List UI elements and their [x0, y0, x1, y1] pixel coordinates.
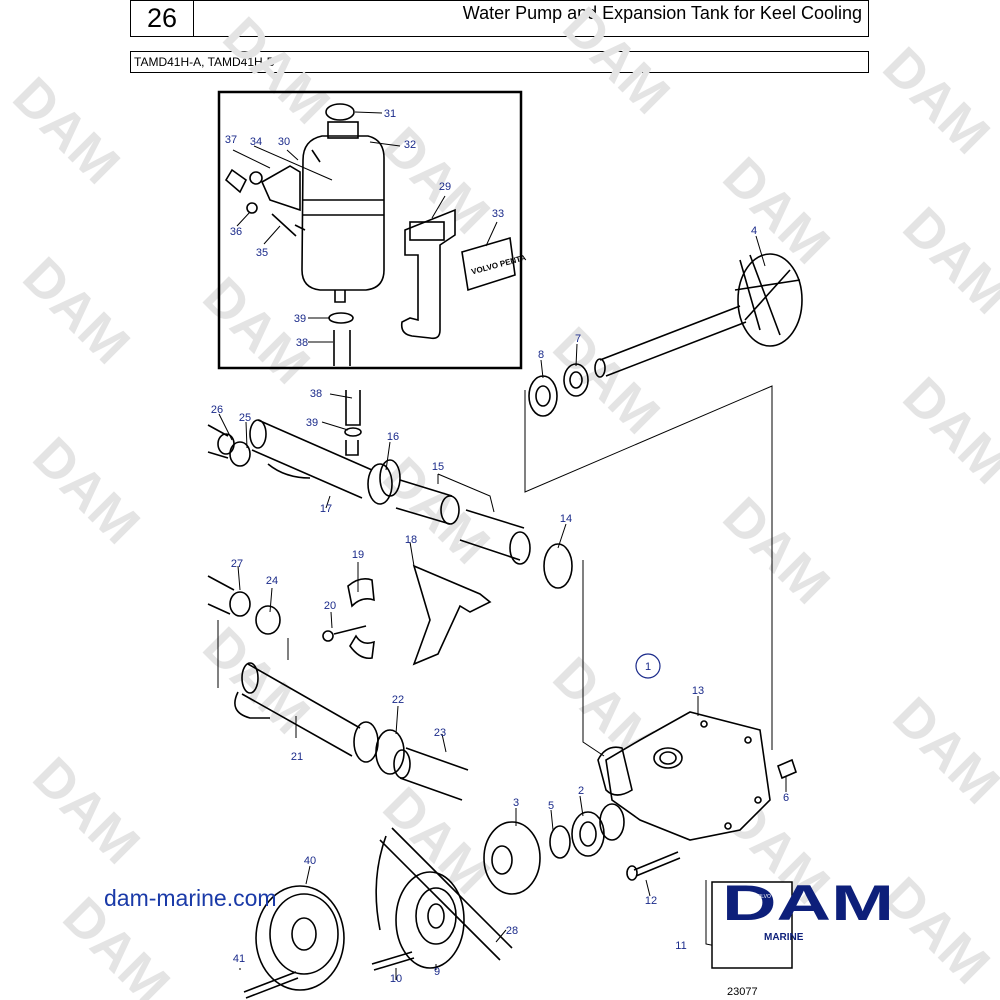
callout-label: 8 — [538, 349, 544, 361]
impeller-shaft — [594, 253, 803, 378]
callout-label: 27 — [231, 558, 243, 570]
parts-layer: VOLVO PENTA — [207, 90, 803, 999]
website-link[interactable]: dam-marine.com — [104, 885, 277, 911]
callout-label: 29 — [439, 181, 451, 193]
watermark: DAM — [192, 616, 321, 745]
callout-label: 5 — [548, 800, 554, 812]
callout-label: 6 — [783, 792, 789, 804]
callout-label: 39 — [306, 417, 318, 429]
callout-label: 36 — [230, 226, 242, 238]
callout-label: 26 — [211, 404, 223, 416]
callout-label: 14 — [560, 513, 572, 525]
logo-emblem: VOLVO — [754, 894, 771, 900]
callout-label: 33 — [492, 208, 504, 220]
callout-label: 2 — [578, 785, 584, 797]
page-number: 26 — [146, 3, 178, 33]
watermark: DAM — [22, 746, 151, 875]
callout-label: 23 — [434, 727, 446, 739]
callout-label: 3 — [513, 797, 519, 809]
page-number-box: 26 — [130, 0, 194, 37]
callout-label: 24 — [266, 575, 278, 587]
expansion-tank — [294, 103, 385, 303]
callout-label: 1 — [645, 661, 651, 673]
hose-clamps-and-brackets — [322, 564, 492, 666]
logo-subtext: MARINE — [764, 932, 804, 943]
callout-label: 4 — [751, 225, 757, 237]
drawing-number: 23077 — [727, 986, 758, 998]
callout-label: 34 — [250, 136, 262, 148]
watermark: DAM — [882, 686, 1000, 815]
watermark: DAM — [892, 366, 1000, 495]
callout-label: 18 — [405, 534, 417, 546]
page-title: Water Pump and Expansion Tank for Keel C… — [194, 0, 869, 37]
volvo-penta-decal: VOLVO PENTA — [461, 236, 527, 292]
watermark: DAM — [372, 776, 501, 905]
watermark: DAM — [12, 246, 141, 375]
watermark: DAM — [2, 66, 131, 195]
water-pump-housing — [597, 711, 771, 841]
callout-label: 38 — [296, 337, 308, 349]
logo-box — [711, 881, 793, 969]
callout-label: 31 — [384, 108, 396, 120]
callout-label: 15 — [432, 461, 444, 473]
hose-pipes — [207, 390, 573, 589]
callout-label: 30 — [278, 136, 290, 148]
engine-models: TAMD41H-A, TAMD41H-B — [130, 51, 869, 73]
watermark: DAM — [712, 486, 841, 615]
watermark: DAM — [712, 146, 841, 275]
leader-lines — [217, 111, 787, 980]
callout-label: 19 — [352, 549, 364, 561]
watermark: DAM — [552, 0, 681, 125]
callout-label: 40 — [304, 855, 316, 867]
watermark: DAM — [542, 316, 671, 445]
callout-label: 11 — [675, 940, 686, 952]
callout-label: 22 — [392, 694, 404, 706]
callout-labels: 31 32 34 37 30 29 33 36 35 39 38 4 8 7 3… — [211, 108, 789, 985]
watermark: DAM — [892, 196, 1000, 325]
callout-label: 10 — [390, 973, 402, 985]
watermark: DAM — [872, 36, 1000, 165]
mounting-bracket — [400, 208, 456, 340]
callout-label: 39 — [294, 313, 306, 325]
callout-label: 20 — [324, 600, 336, 612]
pump-small-parts — [483, 758, 797, 895]
callout-label: 41 — [233, 953, 245, 965]
watermark: DAM — [22, 426, 151, 555]
logo-text: DAM — [722, 875, 894, 931]
callout-label: 32 — [404, 139, 416, 151]
watermark: DAM — [192, 266, 321, 395]
dam-marine-logo: DAM MARINE VOLVO — [711, 875, 894, 969]
callout-label: 35 — [256, 247, 268, 259]
lower-hose-pipes — [207, 575, 469, 801]
callout-label: 7 — [575, 333, 581, 345]
callout-label: 16 — [387, 431, 399, 443]
belt-and-pulleys — [243, 827, 513, 999]
callout-label: 21 — [291, 751, 303, 763]
callout-label: 9 — [434, 966, 440, 978]
watermark: DAM — [212, 6, 341, 135]
callout-label: 25 — [239, 412, 251, 424]
callout-label: 13 — [692, 685, 704, 697]
callout-label: 28 — [506, 925, 518, 937]
callout-label: 38 — [310, 388, 322, 400]
callout-label: 37 — [225, 134, 237, 146]
callout-label: 12 — [645, 895, 657, 907]
callout-label: 17 — [320, 503, 332, 515]
inset-frame — [217, 90, 523, 370]
callout-circle — [635, 653, 661, 679]
